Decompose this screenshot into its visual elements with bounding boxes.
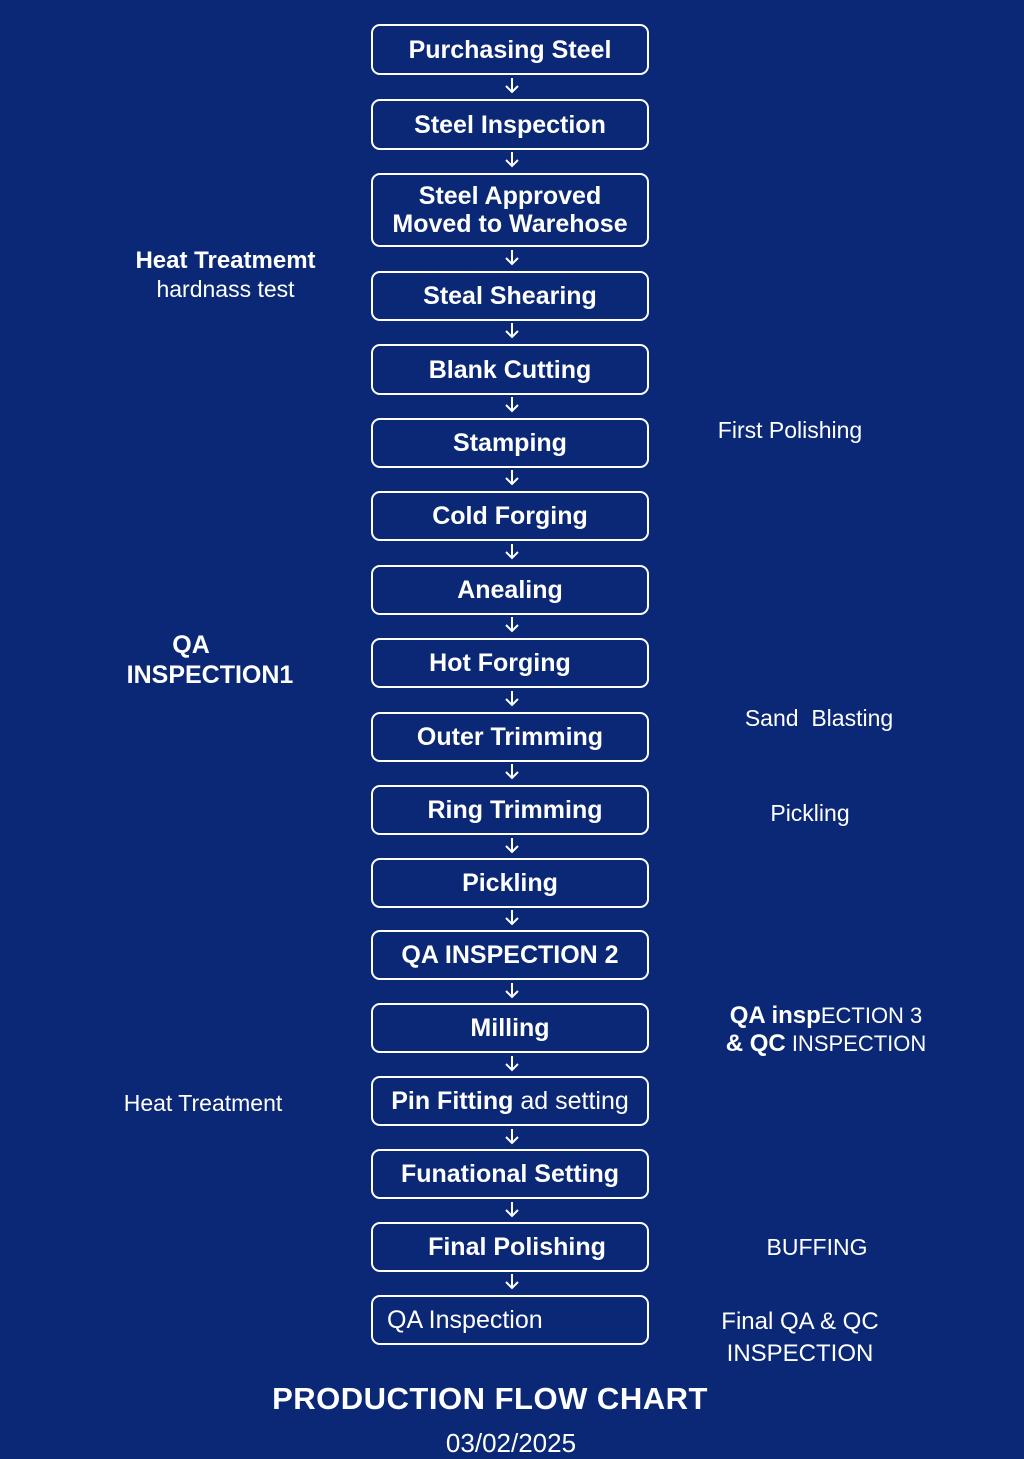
step-label: Purchasing Steel bbox=[408, 35, 612, 64]
arrow-down-icon bbox=[502, 1273, 522, 1291]
arrow-down-icon bbox=[502, 616, 522, 634]
right-note-qa-inspection-3: QA inspECTION 3 & QC INSPECTION bbox=[716, 1002, 936, 1058]
arrow-down-icon bbox=[502, 837, 522, 855]
right-note-buffing: BUFFING bbox=[747, 1234, 887, 1261]
step-label: Hot Forging bbox=[429, 649, 571, 677]
step-label: Cold Forging bbox=[432, 502, 588, 530]
step-outer-trimming: Outer Trimming bbox=[371, 712, 649, 762]
step-steel-approved: Steel Approved Moved to Warehose bbox=[371, 173, 649, 247]
step-label: Milling bbox=[470, 1014, 550, 1042]
step-label: Anealing bbox=[457, 576, 563, 604]
step-label-bold: Pin Fitting bbox=[391, 1087, 514, 1115]
arrow-down-icon bbox=[502, 322, 522, 340]
arrow-down-icon bbox=[502, 77, 522, 95]
step-label: Blank Cutting bbox=[428, 355, 592, 384]
arrow-down-icon bbox=[502, 543, 522, 561]
left-note-qa-inspection1: QA INSPECTION1 bbox=[110, 630, 310, 690]
note-line1: Sand Blasting bbox=[744, 705, 894, 731]
right-note-final-qa-qc: Final QA & QC INSPECTION bbox=[700, 1306, 900, 1370]
step-hot-forging: Hot Forging bbox=[371, 638, 649, 688]
step-funational-setting: Funational Setting bbox=[371, 1149, 649, 1199]
step-label: Pickling bbox=[462, 869, 558, 897]
step-anealing: Anealing bbox=[371, 565, 649, 615]
step-pickling: Pickling bbox=[371, 858, 649, 908]
note-line1: Pickling bbox=[770, 800, 850, 826]
arrow-down-icon bbox=[502, 982, 522, 1000]
note-line1: QA inspECTION 3 bbox=[729, 1002, 923, 1029]
step-stamping: Stamping bbox=[371, 418, 649, 468]
note-line2: & QC INSPECTION bbox=[725, 1030, 927, 1057]
step-label: Funational Setting bbox=[400, 1160, 620, 1188]
step-purchasing-steel: Purchasing Steel bbox=[371, 24, 649, 75]
arrow-down-icon bbox=[502, 1201, 522, 1219]
step-qa-inspection-2: QA INSPECTION 2 bbox=[371, 930, 649, 980]
step-steel-inspection: Steel Inspection bbox=[371, 99, 649, 150]
step-final-polishing: Final Polishing bbox=[371, 1222, 649, 1272]
arrow-down-icon bbox=[502, 249, 522, 267]
note-line1: Final QA & QC bbox=[721, 1308, 879, 1335]
right-note-sand-blasting: Sand Blasting bbox=[720, 651, 918, 759]
chart-date: 03/02/2025 bbox=[445, 1428, 577, 1458]
step-label: QA INSPECTION 2 bbox=[401, 941, 619, 969]
step-ring-trimming: Ring Trimming bbox=[371, 785, 649, 835]
chart-title: PRODUCTION FLOW CHART bbox=[272, 1381, 708, 1416]
note-line1: BUFFING bbox=[766, 1234, 868, 1260]
note-line1: QA bbox=[172, 631, 210, 659]
step-label: QA Inspection bbox=[387, 1306, 543, 1334]
step-blank-cutting: Blank Cutting bbox=[371, 344, 649, 395]
step-milling: Milling bbox=[371, 1003, 649, 1053]
left-note-heat-treatment: Heat Treatment bbox=[110, 1090, 296, 1117]
step-steal-shearing: Steal Shearing bbox=[371, 271, 649, 321]
arrow-down-icon bbox=[502, 690, 522, 708]
arrow-down-icon bbox=[502, 1128, 522, 1146]
step-label-light: ad setting bbox=[513, 1087, 629, 1115]
arrow-down-icon bbox=[502, 469, 522, 487]
note-line1: Heat Treatmemt bbox=[135, 247, 316, 274]
arrow-down-icon bbox=[502, 1055, 522, 1073]
note-line2: INSPECTION1 bbox=[126, 661, 294, 689]
step-label: Steal Shearing bbox=[423, 282, 597, 310]
note-line1: Heat Treatment bbox=[123, 1090, 283, 1116]
step-label: Ring Trimming bbox=[427, 796, 603, 824]
step-qa-inspection: QA Inspection bbox=[371, 1295, 649, 1345]
step-pin-fitting: Pin Fitting ad setting bbox=[371, 1076, 649, 1126]
step-label-line2: Moved to Warehose bbox=[392, 210, 628, 238]
note-line2: hardnass test bbox=[156, 276, 295, 302]
arrow-down-icon bbox=[502, 396, 522, 414]
step-label: Steel Inspection bbox=[414, 110, 606, 139]
step-cold-forging: Cold Forging bbox=[371, 491, 649, 541]
arrow-down-icon bbox=[502, 909, 522, 927]
arrow-down-icon bbox=[502, 151, 522, 169]
note-line2: INSPECTION bbox=[726, 1340, 874, 1367]
step-label: Stamping bbox=[453, 429, 567, 457]
left-note-heat-treatment-hardness: Heat Treatmemt hardnass test bbox=[118, 247, 333, 303]
right-note-first-polishing: First Polishing bbox=[700, 417, 880, 444]
step-label: Outer Trimming bbox=[416, 723, 604, 751]
note-line1: First Polishing bbox=[717, 417, 863, 443]
step-label: Final Polishing bbox=[428, 1233, 606, 1261]
step-label-line1: Steel Approved bbox=[418, 182, 602, 210]
arrow-down-icon bbox=[502, 763, 522, 781]
right-note-pickling: Pickling bbox=[740, 800, 880, 827]
